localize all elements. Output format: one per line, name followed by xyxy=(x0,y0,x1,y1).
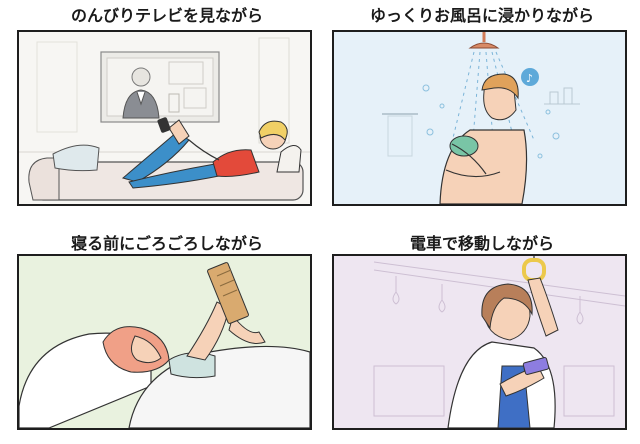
caption-train: 電車で移動しながら xyxy=(409,234,554,253)
sponge xyxy=(449,135,479,157)
smartphone xyxy=(522,357,550,375)
music-note-icon xyxy=(521,68,539,86)
panel-bed-illustration xyxy=(17,254,312,430)
panel-tv-illustration xyxy=(17,30,312,206)
panel-bath-illustration: ♪ xyxy=(332,30,627,206)
train-scene-illustration xyxy=(373,256,625,428)
hand-strap xyxy=(522,258,546,282)
held-book xyxy=(207,262,249,324)
caption-bath: ゆっくりお風呂に浸かりながら xyxy=(369,6,594,25)
caption-bed: 寝る前にごろごろしながら xyxy=(71,234,263,253)
bath-scene-illustration: ♪ xyxy=(382,32,580,204)
panel-train-illustration xyxy=(332,254,627,430)
svg-text:♪: ♪ xyxy=(526,72,533,85)
tv-scene-illustration xyxy=(19,37,310,201)
bed-scene-illustration xyxy=(19,262,310,428)
caption-tv: のんびりテレビを見ながら xyxy=(70,6,263,25)
